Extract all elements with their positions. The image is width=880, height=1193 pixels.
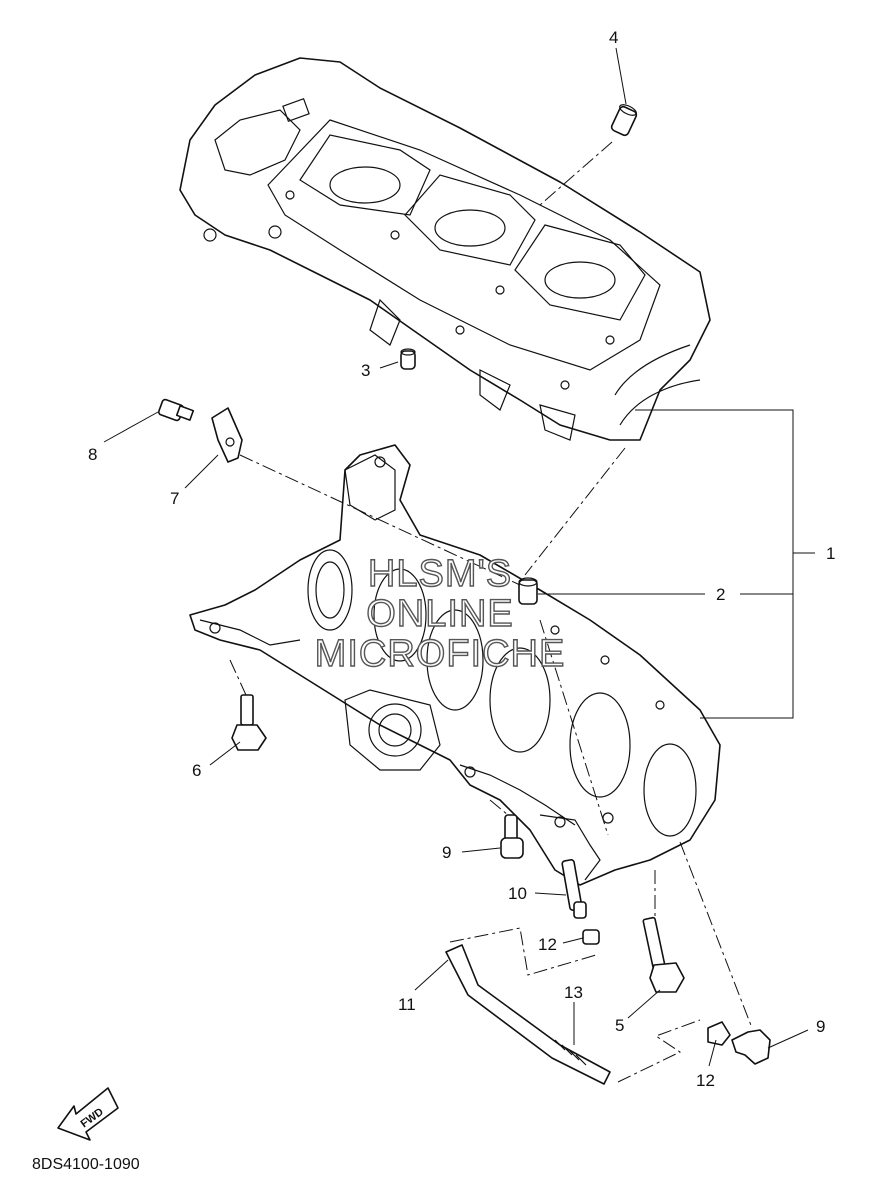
- dowel-pin-2: [518, 577, 538, 605]
- dowel-pin-4: [610, 104, 638, 137]
- callout-8: 8: [88, 445, 97, 464]
- callout-9-right: 9: [816, 1017, 825, 1036]
- hose-13: [445, 944, 611, 1085]
- drawing-code: 8DS4100-1090: [32, 1156, 140, 1173]
- fwd-arrow: FWD: [57, 1087, 119, 1141]
- nut-12-upper: [582, 929, 600, 945]
- callout-13: 13: [564, 983, 583, 1002]
- callout-3: 3: [361, 361, 370, 380]
- dowel-pin-3: [400, 348, 416, 370]
- callout-1: 1: [826, 544, 835, 563]
- watermark: HLSM'S ONLINE MICROFICHE: [314, 552, 566, 675]
- fitting-9-left: [500, 814, 524, 859]
- callout-2: 2: [716, 585, 725, 604]
- bolt-8: [157, 398, 195, 422]
- bolt-6: [231, 694, 267, 751]
- watermark-line-1: HLSM'S: [368, 553, 512, 595]
- watermark-line-3: MICROFICHE: [315, 633, 566, 675]
- callouts: 1 2 3 4 5 6 7 8 9 9 10 11 12 12 13: [88, 28, 835, 1090]
- stud-10: [561, 859, 587, 919]
- callout-12-upper: 12: [538, 935, 557, 954]
- callout-5: 5: [615, 1016, 624, 1035]
- bolt-5: [642, 916, 685, 993]
- upper-crankcase: [179, 57, 711, 441]
- callout-4: 4: [609, 28, 618, 47]
- watermark-line-2: ONLINE: [366, 593, 513, 635]
- callout-9-left: 9: [442, 843, 451, 862]
- callout-6: 6: [192, 761, 201, 780]
- bracket-7: [211, 407, 243, 463]
- callout-11: 11: [398, 995, 416, 1014]
- lower-crankcase: [189, 444, 721, 886]
- leader-lines: [103, 47, 815, 1083]
- callout-7: 7: [170, 489, 179, 508]
- nut-12-lower: [707, 1021, 731, 1046]
- fitting-9-right: [731, 1029, 771, 1065]
- callout-12-lower: 12: [696, 1071, 715, 1090]
- callout-10: 10: [508, 884, 527, 903]
